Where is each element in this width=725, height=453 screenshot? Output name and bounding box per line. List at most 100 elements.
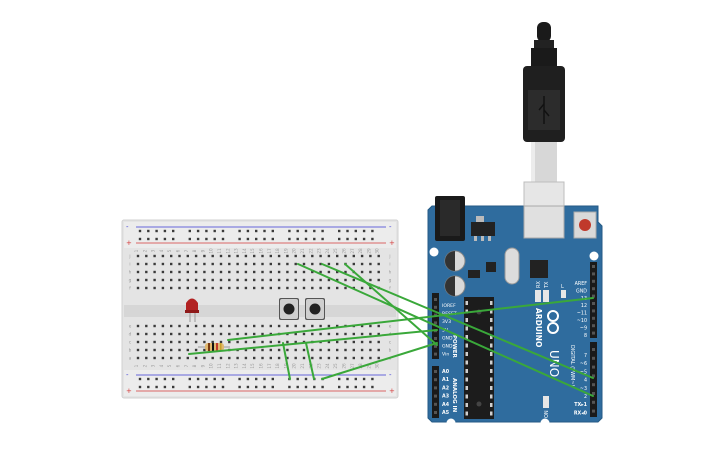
rail-plus-top-left: + xyxy=(126,239,132,247)
column-number-bottom: 24 xyxy=(325,363,330,369)
column-number-top: 9 xyxy=(200,249,205,252)
voltage-regulator xyxy=(471,222,495,236)
row-letter: g xyxy=(129,278,132,283)
column-number-bottom: 2 xyxy=(142,364,147,367)
analog-pin-label: A4 xyxy=(442,402,450,408)
wires xyxy=(188,263,594,397)
pushbutton-2[interactable] xyxy=(305,298,325,320)
column-number-top: 25 xyxy=(333,248,338,254)
rail-plus-bottom-left: + xyxy=(126,387,132,395)
arduino-uno[interactable]: RX TX L ON ARDUINO UNO POWER ANALOG IN D… xyxy=(427,196,603,428)
capacitor-2 xyxy=(444,275,466,297)
power-header-label: POWER xyxy=(451,335,457,359)
l-label: L xyxy=(561,284,564,290)
breadboard-rails xyxy=(136,226,386,392)
rail-minus-top-left: - xyxy=(126,223,129,231)
rail-plus-bottom-right: + xyxy=(389,387,395,395)
pushbutton-1[interactable] xyxy=(279,298,299,320)
column-number-top: 8 xyxy=(192,249,197,252)
arduino-logo xyxy=(547,310,559,334)
row-letter: i xyxy=(389,262,390,267)
column-number-top: 28 xyxy=(358,248,363,254)
model-text: UNO xyxy=(547,350,561,377)
column-number-top: 10 xyxy=(209,248,214,254)
column-number-bottom: 17 xyxy=(267,363,272,369)
column-number-top: 6 xyxy=(176,249,181,252)
digital-header-bottom xyxy=(590,342,597,417)
dc-power-jack xyxy=(435,196,465,241)
digital-pin-label: 12 xyxy=(581,303,587,309)
led[interactable] xyxy=(185,298,199,323)
column-number-bottom: 30 xyxy=(375,363,380,369)
row-letter: h xyxy=(389,270,392,275)
column-number-bottom: 25 xyxy=(333,363,338,369)
row-letter: e xyxy=(129,324,132,329)
digital-pin-label: GND xyxy=(576,288,587,294)
crystal-oscillator xyxy=(504,247,520,285)
column-number-top: 7 xyxy=(184,249,189,252)
wire-btn2 xyxy=(305,342,315,380)
column-number-top: 14 xyxy=(242,248,247,254)
row-letter: f xyxy=(129,286,131,291)
rail-plus-top-right: + xyxy=(389,239,395,247)
column-number-bottom: 6 xyxy=(176,364,181,367)
analog-pin-label: A0 xyxy=(442,369,450,375)
column-number-bottom: 21 xyxy=(300,363,305,369)
column-number-top: 20 xyxy=(292,248,297,254)
rail-minus-top-right: - xyxy=(389,223,392,231)
row-letter: j xyxy=(388,254,390,259)
row-letter: g xyxy=(389,278,392,283)
column-number-top: 19 xyxy=(283,248,288,254)
column-number-bottom: 14 xyxy=(242,363,247,369)
row-letter: b xyxy=(129,348,132,353)
analog-header-label: ANALOG IN xyxy=(451,378,457,413)
digital-pin-label: TX▸1 xyxy=(574,402,587,408)
column-number-bottom: 26 xyxy=(342,363,347,369)
column-number-top: 2 xyxy=(142,249,147,252)
usb-icon xyxy=(538,96,550,124)
column-number-top: 30 xyxy=(375,248,380,254)
row-letter: a xyxy=(129,356,132,361)
usb-chip xyxy=(530,260,548,278)
digital-pin-label: AREF xyxy=(575,281,588,287)
rail-minus-bottom-left: - xyxy=(126,371,129,379)
column-number-bottom: 3 xyxy=(151,364,156,367)
analog-pin-label: A5 xyxy=(442,410,449,416)
column-number-top: 16 xyxy=(259,248,264,254)
column-number-bottom: 16 xyxy=(259,363,264,369)
breadboard[interactable]: - + - + - + - + 112233445566778899101011… xyxy=(121,219,399,399)
capacitor-1 xyxy=(444,250,466,272)
column-number-bottom: 5 xyxy=(167,364,172,367)
column-number-top: 3 xyxy=(151,249,156,252)
column-number-bottom: 9 xyxy=(200,364,205,367)
digital-pin-label: 4 xyxy=(584,378,587,384)
column-number-bottom: 23 xyxy=(317,363,322,369)
digital-pin-label: 2 xyxy=(584,394,587,400)
digital-pin-label: ~10 xyxy=(577,318,587,324)
column-number-top: 23 xyxy=(317,248,322,254)
digital-pin-label: ~9 xyxy=(580,325,587,331)
wire-btn1 xyxy=(282,342,291,380)
row-letter: i xyxy=(129,262,130,267)
usb-b-socket xyxy=(523,205,565,239)
power-pin-label: 3V3 xyxy=(442,319,451,325)
resistor[interactable] xyxy=(198,343,230,351)
wire-led xyxy=(227,297,594,341)
digital-header-label: DIGITAL (PWM~) xyxy=(569,345,575,387)
column-number-top: 5 xyxy=(167,249,172,252)
reset-button[interactable] xyxy=(573,211,597,239)
power-pin-label: GND xyxy=(442,335,453,341)
digital-pin-label: ~11 xyxy=(577,311,587,317)
digital-pin-label: 8 xyxy=(584,333,587,339)
row-letter: c xyxy=(129,340,132,345)
column-number-bottom: 20 xyxy=(292,363,297,369)
digital-pin-label: ~3 xyxy=(580,386,587,392)
power-pin-label: IOREF xyxy=(442,303,456,309)
wire-gnd xyxy=(321,342,438,380)
column-number-top: 24 xyxy=(325,248,330,254)
analog-pin-label: A1 xyxy=(442,377,449,383)
wire-5v xyxy=(188,329,438,355)
row-letter: c xyxy=(389,340,392,345)
